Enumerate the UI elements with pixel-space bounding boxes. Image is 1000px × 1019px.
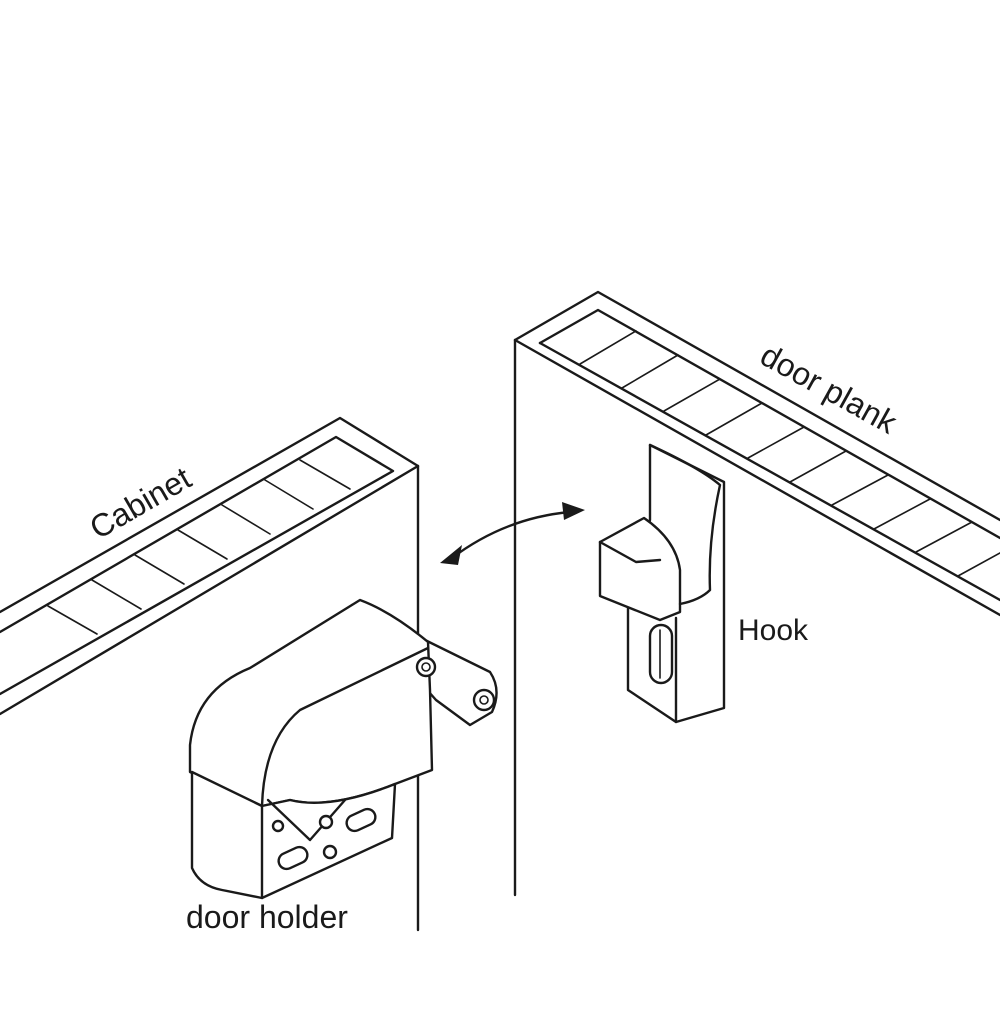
double-arrow-icon (440, 502, 585, 565)
hook-striker (598, 443, 726, 724)
hook-label: Hook (738, 614, 809, 647)
door-holder-label: door holder (186, 899, 348, 935)
door-plank-panel (513, 290, 1000, 897)
door-plank-label: door plank (755, 337, 904, 441)
cabinet-edge-segments (47, 459, 351, 635)
door-holder-latch (188, 598, 498, 900)
door-plank-edge-segments (579, 330, 1000, 577)
